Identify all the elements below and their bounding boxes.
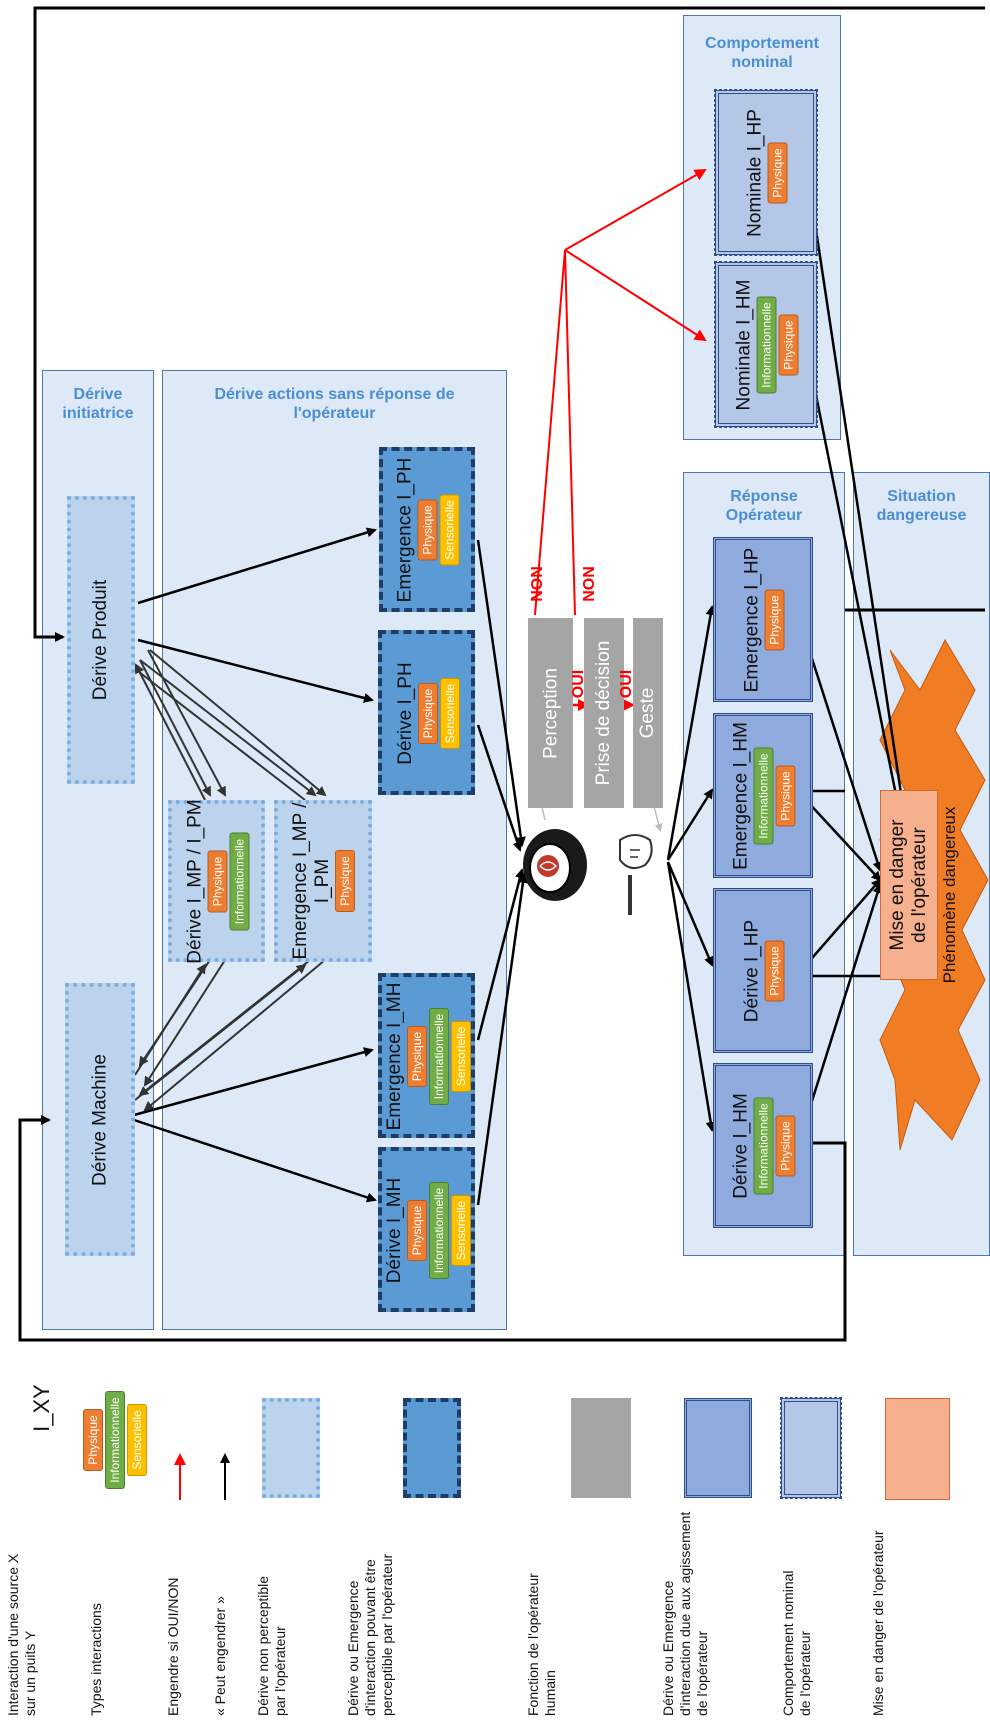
- node-emergence-iph: Emergence I_PH Physique Sensorielle: [379, 447, 475, 612]
- node-resp-derive-ihm: Dérive I_HM Informationnelle Physique: [713, 1063, 813, 1228]
- node-emergence-imh: Emergence I_MH Physique Informationnelle…: [378, 973, 475, 1138]
- node-resp-emergence-ihm: Emergence I_HM Informationnelle Physique: [713, 713, 813, 878]
- legend-peut-engendrer: « Peut engendrer »: [212, 1596, 228, 1716]
- node-derive-imp-ipm: Dérive I_MP / I_PM Physique Informationn…: [168, 799, 265, 964]
- panel-title-derive-initiatrice: Dérive initiatrice: [62, 386, 134, 422]
- node-nominale-ihm: Nominale I_HM Informationnelle Physique: [714, 261, 818, 428]
- node-emergence-imp-ipm: Emergence I_MP / I_PM Physique: [274, 800, 372, 962]
- legend-derive-perceptible: Dérive ou Emergence d'interaction pouvan…: [345, 1553, 395, 1716]
- legend-swatch-dotted: [262, 1398, 320, 1498]
- fn-prise-decision: Prise de décision: [584, 618, 624, 808]
- legend-fonction-operateur: Fonction de l'opérateur humain: [525, 1573, 558, 1716]
- panel-title-comportement-nominal: Comportement nominal: [705, 35, 819, 71]
- legend-ixy-desc: Interaction d'une source X sur un puits …: [5, 1553, 38, 1716]
- legend-tag-stack: Physique Informationnelle Sensorielle: [80, 1380, 150, 1500]
- panel-title-derive-actions: Dérive actions sans réponse de l'opérate…: [214, 386, 455, 422]
- node-nominale-ihp: Nominale I_HP Physique: [714, 89, 818, 256]
- fn-perception: Perception: [528, 618, 573, 808]
- legend-engendre: Engendre si OUI/NON: [165, 1577, 181, 1717]
- panel-title-situation-dangereuse: Situation dangereuse: [876, 488, 967, 524]
- node-resp-derive-ihp: Dérive I_HP Physique: [713, 888, 813, 1053]
- panel-title-reponse-operateur: Réponse Opérateur: [725, 488, 803, 524]
- legend-ixy-symbol: I_XY: [28, 1384, 54, 1432]
- node-derive-iph: Dérive I_PH Physique Sensorielle: [378, 630, 475, 795]
- legend-swatch-danger: [885, 1398, 950, 1500]
- legend-swatch-dashed: [403, 1398, 461, 1498]
- legend-types-interactions: Types interactions: [88, 1603, 104, 1716]
- legend-comportement-nominal: Comportement nominal de l'opérateur: [780, 1570, 813, 1716]
- legend-derive-agissement: Dérive ou Emergence d'interaction due au…: [660, 1511, 710, 1716]
- node-resp-emergence-ihp: Emergence I_HP Physique: [713, 537, 813, 702]
- node-derive-imh: Dérive I_MH Physique Informationnelle Se…: [378, 1147, 475, 1312]
- legend-derive-non-perceptible: Dérive non perceptible par l'opérateur: [255, 1575, 288, 1716]
- fn-geste: Geste: [633, 618, 663, 808]
- node-mise-en-danger: Mise en danger de l'opérateur: [880, 790, 938, 980]
- legend-mise-en-danger: Mise en danger de l'opérateur: [870, 1530, 886, 1716]
- legend-swatch-nominal: [780, 1397, 842, 1499]
- node-derive-produit: Dérive Produit: [67, 496, 135, 784]
- legend-swatch-solid: [684, 1398, 752, 1498]
- legend-swatch-gray: [571, 1398, 631, 1498]
- node-derive-machine: Dérive Machine: [65, 983, 135, 1256]
- label-phenomene-dangereux: Phénomène dangereux: [940, 806, 959, 984]
